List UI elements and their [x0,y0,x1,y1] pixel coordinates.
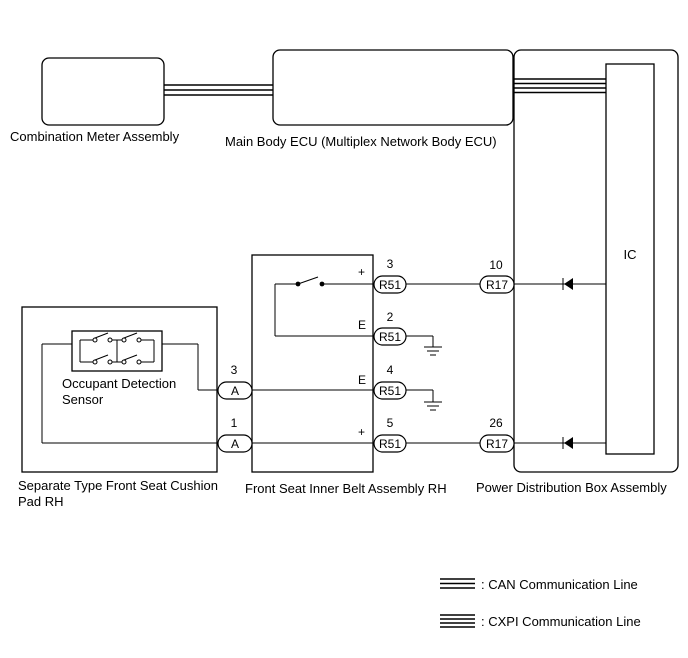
connector-code: R51 [379,384,401,398]
sign-pin5: + [358,425,365,439]
ic-box [605,63,655,455]
power-distribution-box-label: Power Distribution Box Assembly [476,480,667,495]
ic-label: IC [624,247,637,262]
pin-number: 5 [387,416,394,430]
sign-pin4: E [358,373,366,387]
pin-number: 3 [231,363,238,377]
ground-symbol-pin4 [406,389,442,411]
connector-code: R17 [486,278,508,292]
occupant-sensor-label-line1: Occupant Detection [62,376,176,391]
occupant-sensor-label-line2: Sensor [62,392,104,407]
connector-code: A [231,384,239,398]
connector-code: R17 [486,437,508,451]
buckle-switch [274,276,374,337]
connector-r51-pin3: 3 R51 [373,257,407,294]
pin-number: 2 [387,310,394,324]
front-seat-inner-belt-label: Front Seat Inner Belt Assembly RH [245,481,447,496]
connector-code: R51 [379,278,401,292]
front-seat-inner-belt-box [251,254,374,473]
legend-cxpi: : CXPI Communication Line [440,614,641,629]
can-bus-meter-ecu [164,84,273,96]
legend-cxpi-label: : CXPI Communication Line [481,614,641,629]
legend-can-label: : CAN Communication Line [481,577,638,592]
connector-r51-pin2: 2 R51 [373,310,407,346]
legend-can: : CAN Communication Line [440,577,638,592]
cushion-pad-label-line2: Pad RH [18,494,64,509]
sign-pin2: E [358,318,366,332]
cxpi-bus-ecu-ic [514,78,606,94]
sensor-wiring [41,343,218,444]
pin-number: 3 [387,257,394,271]
connector-r51-pin5: 5 R51 [373,416,407,453]
connector-a-pin1: 1 A [217,416,253,453]
connector-a-pin3: 3 A [217,363,253,400]
connector-code: R51 [379,437,401,451]
pin-number: 1 [231,416,238,430]
cushion-pad-label-line1: Separate Type Front Seat Cushion [18,478,218,493]
connector-code: A [231,437,239,451]
pin-number: 10 [489,258,503,272]
sign-pin3: + [358,265,365,279]
connector-code: R51 [379,330,401,344]
pin-number: 4 [387,363,394,377]
connector-r51-pin4: 4 R51 [373,363,407,400]
occupant-sensor-switches [79,332,155,365]
power-distribution-box [513,49,679,473]
connector-r17-pin10: 10 R17 [479,258,515,294]
diode-upper [514,278,606,290]
occupant-sensor-box [71,330,163,372]
pin-number: 26 [489,416,503,430]
ground-symbol-pin2 [406,335,442,356]
main-body-ecu-label: Main Body ECU (Multiplex Network Body EC… [225,134,497,149]
connector-r17-pin26: 26 R17 [479,416,515,453]
combination-meter-label: Combination Meter Assembly [10,129,180,144]
combination-meter-box [41,57,165,126]
diode-lower [514,437,606,449]
main-body-ecu-box [272,49,514,126]
